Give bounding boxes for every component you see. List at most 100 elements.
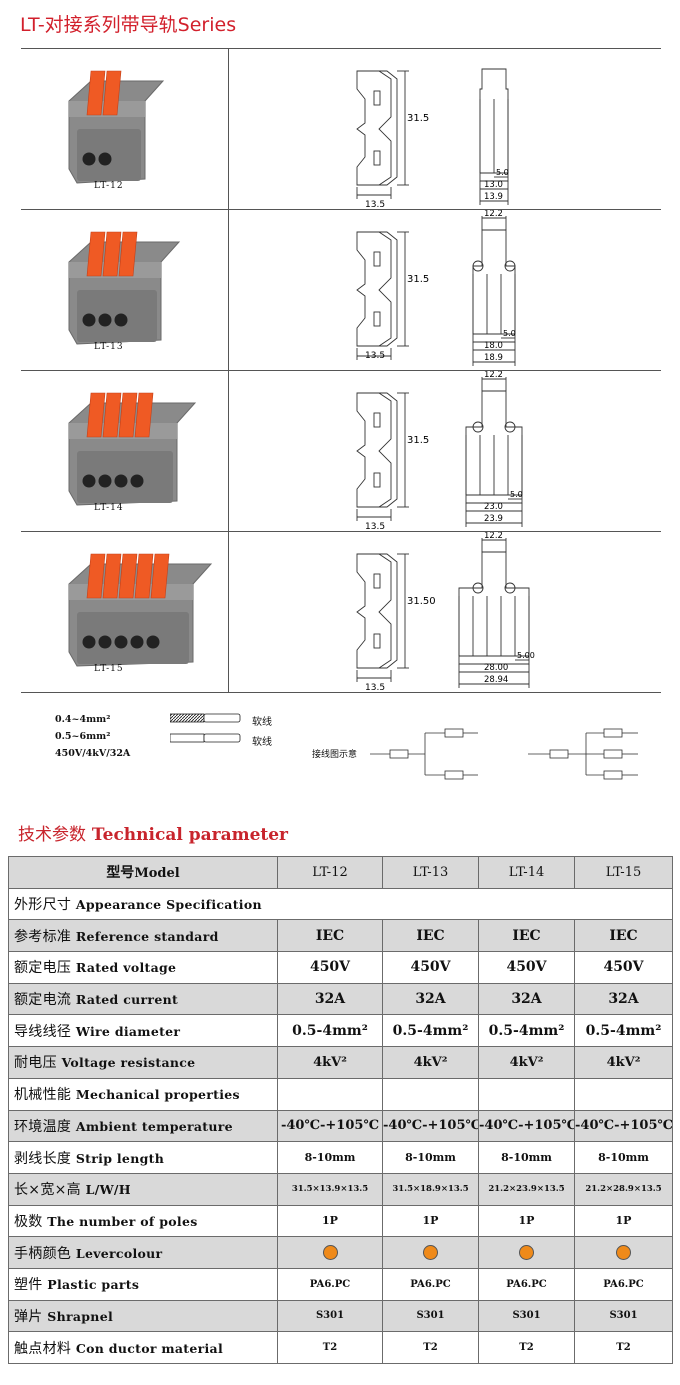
model-column-header: LT-12 <box>277 856 383 889</box>
spec-value: PA6.PC <box>277 1267 383 1301</box>
spec-value: 31.5×13.9×13.5 <box>277 1172 383 1206</box>
dimension-drawing: 31.513.55.018.018.912.2 <box>356 209 516 366</box>
spec-value: S301 <box>478 1299 575 1333</box>
product-photo-cell: LT-15 <box>21 532 228 692</box>
dim-pitch: 5.00 <box>517 651 535 660</box>
section-heading: 技术参数 Technical parameter <box>18 820 288 845</box>
spec-label-cn: 外形尺寸 <box>14 897 72 914</box>
spec-value <box>382 1077 479 1111</box>
spec-value <box>277 1236 383 1269</box>
spec-label-en: Strip length <box>75 1150 165 1166</box>
spec-label-en: Con ductor material <box>75 1340 224 1356</box>
spec-value: PA6.PC <box>478 1267 575 1301</box>
cable-label-1: 软线 <box>252 717 272 728</box>
spec-row: 外形尺寸 Appearance Specification <box>8 887 673 921</box>
dim-pitch: 5.0 <box>510 490 523 499</box>
spec-label-en: Levercolour <box>75 1245 163 1261</box>
lever-color-swatch <box>519 1245 534 1261</box>
spec-value: 32A <box>382 982 479 1016</box>
spec-label-en: Wire diameter <box>75 1023 181 1039</box>
spec-value: 450V <box>574 951 673 984</box>
spec-label-cn: 机械性能 <box>14 1087 72 1104</box>
spec-row: 手柄颜色 Levercolour <box>8 1236 673 1269</box>
dim-outer: 18.9 <box>484 353 503 363</box>
spec-value: -40℃-+105℃ <box>277 1109 383 1143</box>
wiring-diagram-label: 接线图示意 <box>312 750 358 760</box>
spec-row-label: 剥线长度 Strip length <box>8 1141 278 1174</box>
spec-label-en: L/W/H <box>85 1182 131 1198</box>
product-label: LT-13 <box>94 342 124 352</box>
spec-label-cn: 额定电压 <box>14 960 72 977</box>
spec-value <box>574 1236 673 1269</box>
stranded-cable-icon <box>170 713 241 723</box>
spec-row-label: 额定电压 Rated voltage <box>8 951 278 984</box>
dimension-drawing: 31.513.55.013.013.9 <box>356 68 509 210</box>
section-heading-en: Technical parameter <box>91 825 289 845</box>
spec-value: 21.2×28.9×13.5 <box>574 1172 673 1206</box>
model-header-cn: 型号 <box>106 865 135 882</box>
spec-label-cn: 极数 <box>14 1213 43 1230</box>
dim-outer: 23.9 <box>484 514 503 524</box>
product-photo-cell: LT-14 <box>21 371 228 531</box>
spec-label-en: Voltage resistance <box>61 1055 196 1071</box>
spec-label-cn: 塑件 <box>14 1277 43 1294</box>
model-column-header: LT-13 <box>382 856 479 889</box>
connector-photo <box>68 392 197 506</box>
dimension-drawing: 31.513.55.023.023.912.2 <box>356 370 523 532</box>
spec-value: PA6.PC <box>382 1267 479 1301</box>
dim-side-width: 13.5 <box>365 683 385 692</box>
product-label: LT-14 <box>94 503 124 513</box>
section-heading-cn: 技术参数 <box>18 825 86 845</box>
spec-row-label: 环境温度 Ambient temperature <box>8 1109 278 1143</box>
connector-photo <box>68 231 181 345</box>
dim-height: 31.50 <box>407 596 436 607</box>
model-column-header: LT-14 <box>478 856 575 889</box>
spec-row-label: 塑件 Plastic parts <box>8 1267 278 1301</box>
dim-pitch: 5.0 <box>496 168 509 177</box>
solid-cable-icon <box>170 733 241 743</box>
spec-label-cn: 手柄颜色 <box>14 1245 72 1262</box>
spec-value: -40℃-+105℃ <box>478 1109 575 1143</box>
spec-value: 8-10mm <box>382 1141 479 1174</box>
legend-range-1: 0.4~4mm² <box>55 714 111 725</box>
page-title: LT-对接系列带导轨Series <box>20 14 237 36</box>
spec-value: 4kV² <box>478 1046 575 1079</box>
dim-outer: 13.9 <box>484 192 503 202</box>
spec-label-en: Plastic parts <box>47 1277 140 1293</box>
spec-value: PA6.PC <box>574 1267 673 1301</box>
spec-value: 4kV² <box>277 1046 383 1079</box>
spec-value: 1P <box>574 1204 673 1238</box>
spec-label-en: Rated current <box>75 992 179 1008</box>
spec-value <box>478 1236 575 1269</box>
spec-value <box>382 1236 479 1269</box>
spec-value: T2 <box>382 1331 479 1364</box>
spec-label-en: Reference standard <box>75 928 219 944</box>
dim-height: 31.5 <box>407 435 429 446</box>
spec-row-label: 耐电压 Voltage resistance <box>8 1046 278 1079</box>
spec-label-en: Rated voltage <box>75 960 177 976</box>
spec-value: 8-10mm <box>478 1141 575 1174</box>
connector-photo <box>68 553 213 667</box>
spec-value: -40℃-+105℃ <box>574 1109 673 1143</box>
dim-outer: 28.94 <box>484 675 508 685</box>
model-header: 型号Model <box>8 856 278 889</box>
spec-label-cn: 剥线长度 <box>14 1150 72 1167</box>
spec-value: S301 <box>574 1299 673 1333</box>
spec-row-label: 外形尺寸 Appearance Specification <box>8 887 673 921</box>
spec-row-label: 额定电流 Rated current <box>8 982 278 1016</box>
product-photo-cell: LT-12 <box>21 49 228 209</box>
dim-top: 12.2 <box>484 210 503 219</box>
